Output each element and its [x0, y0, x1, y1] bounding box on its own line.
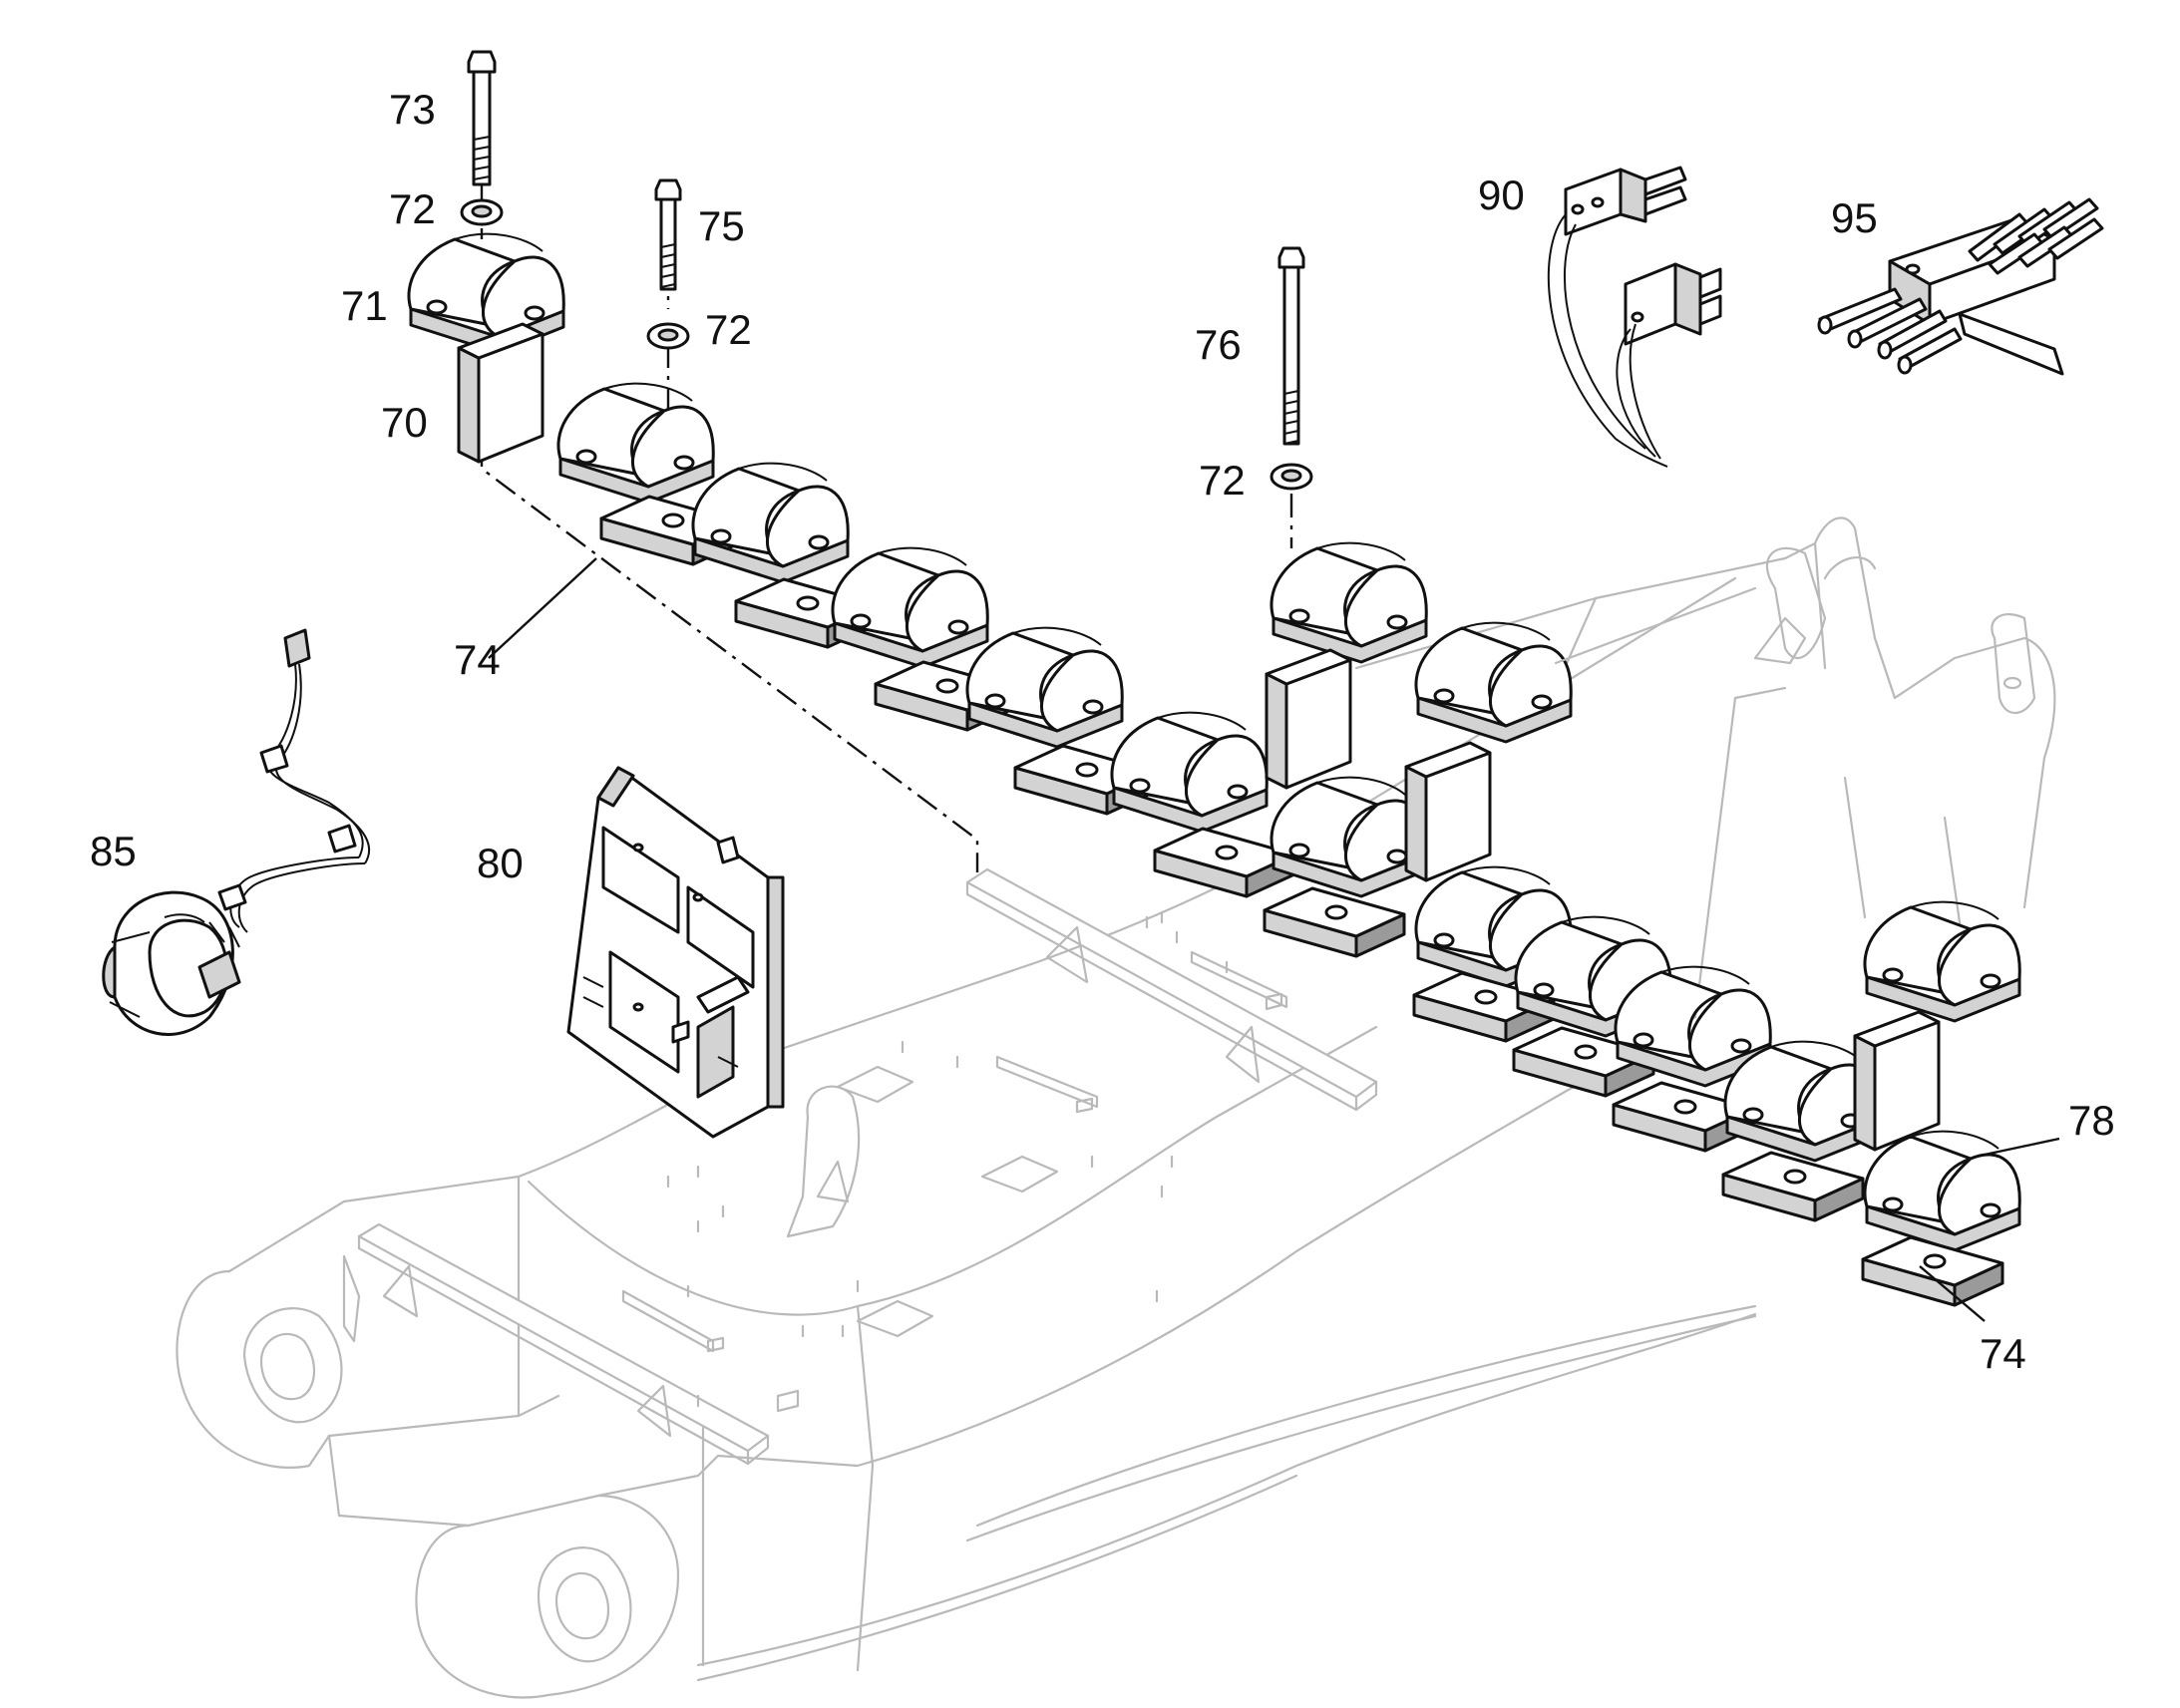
clamp-stack-far-right [1853, 900, 2021, 1307]
callout-85: 85 [90, 828, 137, 874]
callout-74: 74 [454, 636, 501, 683]
washer-72-right [1270, 463, 1313, 491]
washer-72-top [460, 198, 504, 226]
leader-lines [488, 557, 2060, 1322]
connector-90 [1547, 166, 1722, 468]
bracket-80 [566, 766, 785, 1139]
rubber-block-70 [457, 322, 545, 464]
callout-72: 72 [1199, 457, 1246, 504]
callout-72: 72 [389, 185, 436, 232]
washer-72-middle [646, 322, 690, 350]
boom-frame-outline [176, 516, 2056, 1699]
callout-70: 70 [381, 399, 428, 446]
bolt-75 [654, 178, 682, 291]
callout-80: 80 [477, 840, 524, 886]
callout-95: 95 [1831, 194, 1878, 241]
callout-74: 74 [1980, 1330, 2026, 1377]
callout-71: 71 [341, 282, 388, 329]
distributor-95 [1817, 197, 2104, 376]
bolt-76 [1277, 246, 1305, 446]
clamp-stack-center [1263, 541, 1428, 958]
callout-76: 76 [1195, 321, 1242, 368]
callout-73: 73 [389, 86, 436, 133]
callout-labels: 73 72 71 70 75 72 74 76 72 90 95 85 80 7… [90, 86, 2115, 1377]
callout-75: 75 [698, 202, 745, 249]
bolt-73 [467, 50, 497, 186]
callout-90: 90 [1478, 171, 1525, 218]
sensor-85 [102, 628, 370, 1036]
callout-72: 72 [705, 306, 752, 353]
clamp-stack-right [1404, 586, 1882, 1222]
callout-78: 78 [2068, 1097, 2115, 1144]
